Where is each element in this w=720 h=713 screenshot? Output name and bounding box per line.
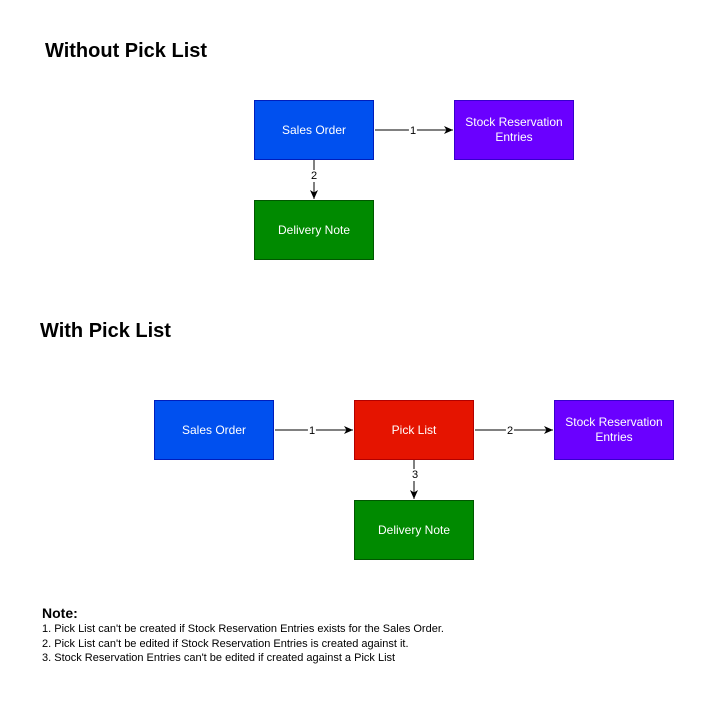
note-title: Note: (42, 605, 78, 621)
heading-with-pick-list: With Pick List (40, 320, 171, 342)
box-with-sales-order: Sales Order (154, 400, 274, 460)
note-line-1: 1. Pick List can't be created if Stock R… (42, 623, 444, 635)
box-without-stock-reservation-entries: Stock Reservation Entries (454, 100, 574, 160)
box-with-delivery-note: Delivery Note (354, 500, 474, 560)
box-without-delivery-note: Delivery Note (254, 200, 374, 260)
edge-label-with-3: 3 (410, 469, 420, 481)
box-with-pick-list: Pick List (354, 400, 474, 460)
box-with-stock-reservation-entries: Stock Reservation Entries (554, 400, 674, 460)
edge-label-with-1: 1 (307, 425, 317, 437)
note-line-2: 2. Pick List can't be edited if Stock Re… (42, 638, 409, 650)
edge-label-without-2: 2 (309, 170, 319, 182)
box-without-sales-order: Sales Order (254, 100, 374, 160)
heading-without-pick-list: Without Pick List (45, 40, 208, 62)
note-line-3: 3. Stock Reservation Entries can't be ed… (42, 652, 396, 664)
edge-label-with-2: 2 (505, 425, 515, 437)
edge-label-without-1: 1 (408, 125, 418, 137)
